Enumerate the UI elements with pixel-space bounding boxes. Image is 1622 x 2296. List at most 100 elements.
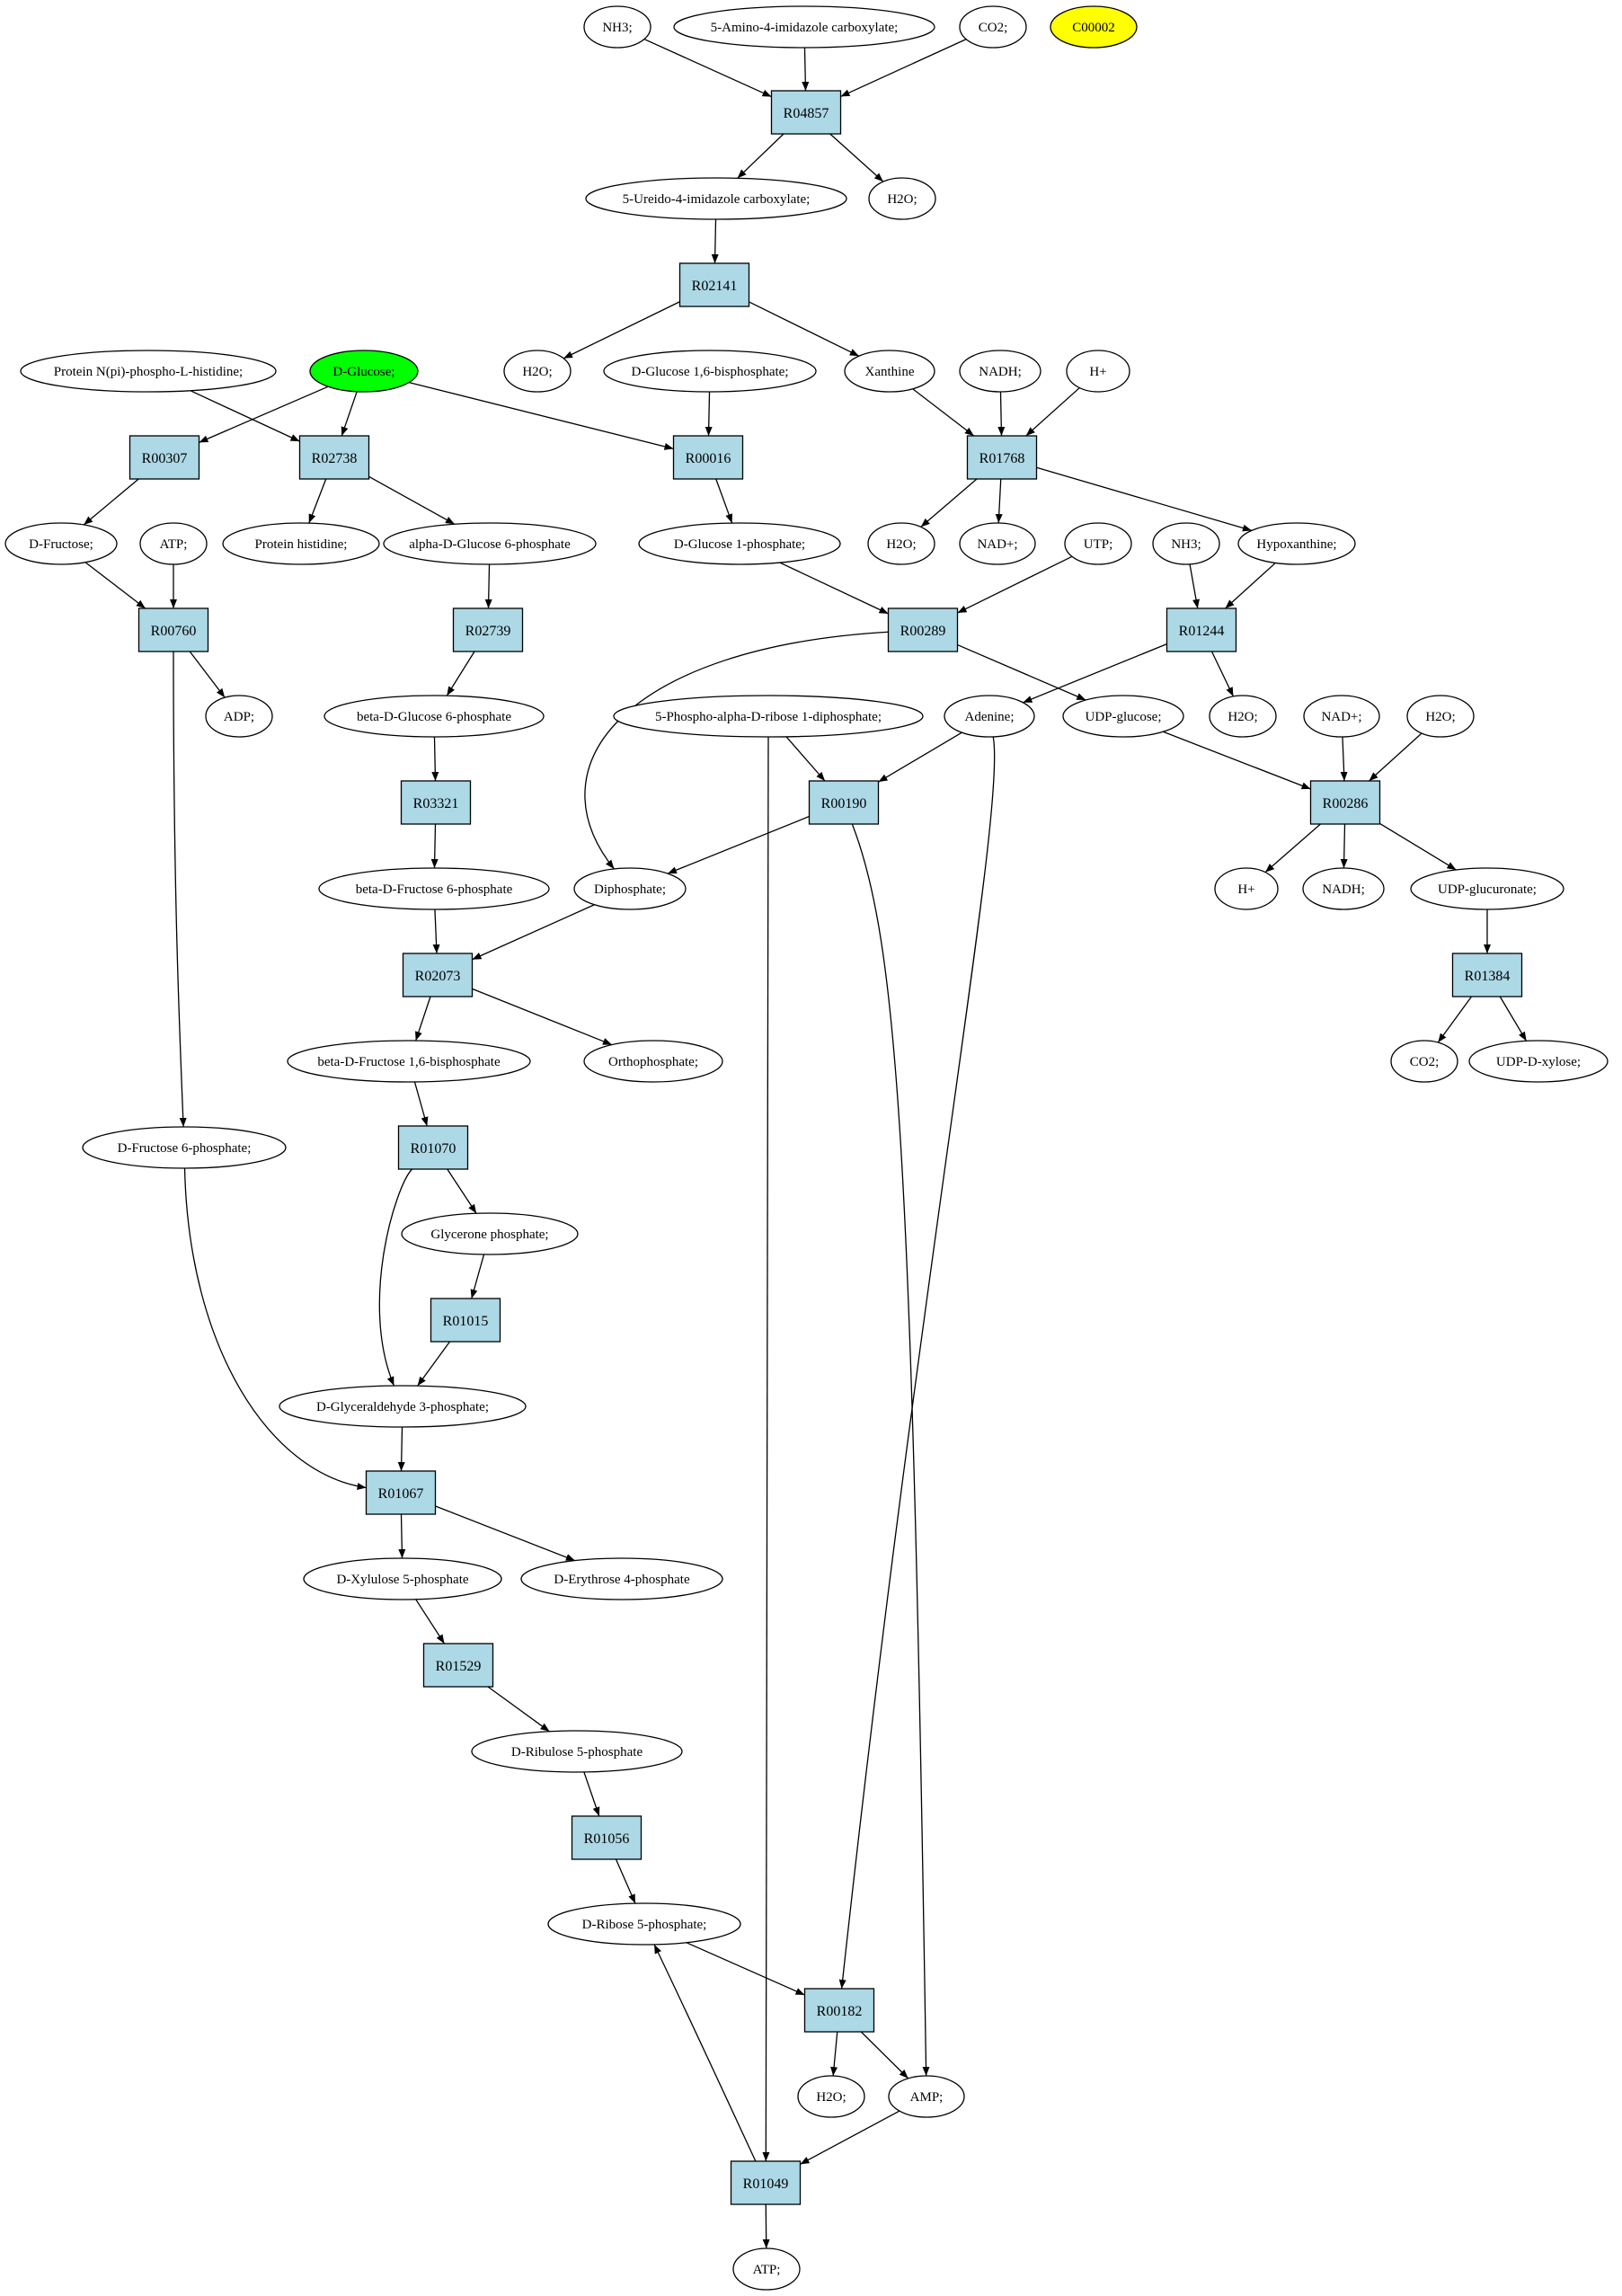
reaction-node-r00289[interactable]: R00289 bbox=[887, 607, 959, 652]
compound-node-c00002[interactable]: C00002 bbox=[1050, 5, 1138, 49]
compound-ellipse bbox=[1050, 5, 1138, 49]
compound-node-bg6p[interactable]: beta-D-Glucose 6-phosphate bbox=[324, 695, 545, 738]
compound-ellipse bbox=[205, 695, 273, 738]
compound-node-ag6p[interactable]: alpha-D-Glucose 6-phosphate bbox=[383, 522, 597, 565]
compound-node-udpx[interactable]: UDP-D-xylose; bbox=[1468, 1040, 1609, 1083]
compound-label: H2O; bbox=[1228, 710, 1257, 724]
compound-node-atp_a[interactable]: ATP; bbox=[139, 522, 208, 565]
compound-node-h2o_b[interactable]: H2O; bbox=[503, 350, 572, 393]
reaction-label: R00190 bbox=[821, 796, 867, 811]
compound-node-co2_b[interactable]: CO2; bbox=[1390, 1040, 1458, 1083]
compound-node-udpgluc[interactable]: UDP-glucuronate; bbox=[1410, 867, 1564, 910]
compound-node-bf6p[interactable]: beta-D-Fructose 6-phosphate bbox=[318, 867, 550, 910]
compound-node-orthop[interactable]: Orthophosphate; bbox=[583, 1040, 723, 1083]
edge-xanthine-to-r01768 bbox=[912, 388, 975, 437]
reaction-box bbox=[678, 262, 750, 307]
compound-node-utp[interactable]: UTP; bbox=[1064, 522, 1132, 565]
reaction-node-r00307[interactable]: R00307 bbox=[129, 435, 200, 480]
edge-amp-to-r01049 bbox=[800, 2110, 900, 2165]
reaction-node-r02073[interactable]: R02073 bbox=[402, 953, 474, 997]
reaction-node-r04857[interactable]: R04857 bbox=[770, 90, 842, 135]
edge-r00307-to-dfru bbox=[83, 478, 139, 526]
compound-node-dfru[interactable]: D-Fructose; bbox=[4, 522, 118, 565]
compound-ellipse bbox=[797, 2075, 865, 2118]
compound-label: beta-D-Fructose 1,6-bisphosphate bbox=[317, 1055, 501, 1069]
compound-node-g3p[interactable]: D-Glyceraldehyde 3-phosphate; bbox=[279, 1385, 527, 1428]
compound-node-g1p[interactable]: D-Glucose 1-phosphate; bbox=[638, 522, 841, 565]
reaction-node-r00190[interactable]: R00190 bbox=[808, 780, 880, 825]
compound-node-bf16bp[interactable]: beta-D-Fructose 1,6-bisphosphate bbox=[287, 1040, 531, 1083]
compound-node-udpg[interactable]: UDP-glucose; bbox=[1062, 695, 1184, 738]
compound-node-r5p[interactable]: D-Ribose 5-phosphate; bbox=[547, 1902, 741, 1946]
compound-node-df6p[interactable]: D-Fructose 6-phosphate; bbox=[82, 1126, 287, 1169]
compound-node-glyp[interactable]: Glycerone phosphate; bbox=[401, 1212, 579, 1255]
compound-ellipse bbox=[1152, 522, 1220, 565]
compound-ellipse bbox=[1214, 867, 1279, 910]
reaction-node-r00286[interactable]: R00286 bbox=[1309, 780, 1381, 825]
compound-node-nadh_a[interactable]: NADH; bbox=[959, 350, 1041, 393]
edge-bf16bp-to-r01070 bbox=[413, 1081, 429, 1127]
compound-node-x5p[interactable]: D-Xylulose 5-phosphate bbox=[303, 1557, 502, 1600]
compound-node-prpp[interactable]: 5-Phospho-alpha-D-ribose 1-diphosphate; bbox=[613, 695, 924, 738]
reaction-node-r01529[interactable]: R01529 bbox=[422, 1643, 494, 1688]
compound-node-atp_b[interactable]: ATP; bbox=[732, 2247, 801, 2291]
compound-label: UDP-glucose; bbox=[1086, 710, 1162, 724]
compound-node-nadp_b[interactable]: NAD+; bbox=[1303, 695, 1380, 738]
compound-node-e4p[interactable]: D-Erythrose 4-phosphate bbox=[520, 1557, 723, 1600]
reaction-node-r00760[interactable]: R00760 bbox=[137, 607, 209, 652]
compound-node-aic[interactable]: 5-Amino-4-imidazole carboxylate; bbox=[673, 5, 935, 49]
compound-label: NAD+; bbox=[977, 537, 1017, 552]
compound-node-xanthine[interactable]: Xanthine bbox=[844, 350, 935, 393]
compound-node-adp[interactable]: ADP; bbox=[205, 695, 273, 738]
reaction-node-r01056[interactable]: R01056 bbox=[571, 1815, 643, 1860]
compound-label: UTP; bbox=[1084, 537, 1113, 552]
reaction-node-r01015[interactable]: R01015 bbox=[430, 1298, 501, 1343]
compound-ellipse bbox=[1066, 350, 1130, 393]
reaction-node-r01244[interactable]: R01244 bbox=[1166, 607, 1237, 652]
reaction-node-r03321[interactable]: R03321 bbox=[400, 780, 472, 825]
compound-node-uic[interactable]: 5-Ureido-4-imidazole carboxylate; bbox=[585, 177, 847, 220]
reaction-node-r00016[interactable]: R00016 bbox=[672, 435, 744, 480]
compound-ellipse bbox=[603, 350, 817, 393]
reaction-node-r01070[interactable]: R01070 bbox=[397, 1125, 469, 1170]
compound-ellipse bbox=[638, 522, 841, 565]
reaction-node-r00182[interactable]: R00182 bbox=[803, 1988, 875, 2033]
edge-prpp-to-r00190 bbox=[785, 736, 826, 782]
edge-aic-to-r04857 bbox=[802, 47, 810, 92]
compound-node-nadh_b[interactable]: NADH; bbox=[1302, 867, 1385, 910]
compound-node-hplus_b[interactable]: H+ bbox=[1214, 867, 1279, 910]
compound-node-ru5p[interactable]: D-Ribulose 5-phosphate bbox=[471, 1730, 683, 1773]
compound-node-dip[interactable]: Diphosphate; bbox=[573, 867, 687, 910]
compound-ellipse bbox=[959, 522, 1036, 565]
compound-node-phis[interactable]: Protein histidine; bbox=[222, 522, 380, 565]
compound-node-nadp_a[interactable]: NAD+; bbox=[959, 522, 1036, 565]
compound-node-hplus_a[interactable]: H+ bbox=[1066, 350, 1130, 393]
compound-node-h2o_e[interactable]: H2O; bbox=[1406, 695, 1475, 738]
compound-node-co2_a[interactable]: CO2; bbox=[959, 5, 1027, 49]
compound-node-h2o_f[interactable]: H2O; bbox=[797, 2075, 865, 2118]
compound-node-h2o_a[interactable]: H2O; bbox=[868, 177, 936, 220]
compound-node-adenine[interactable]: Adenine; bbox=[944, 695, 1035, 738]
compound-node-amp[interactable]: AMP; bbox=[888, 2075, 965, 2118]
compound-node-g16bp[interactable]: D-Glucose 1,6-bisphosphate; bbox=[603, 350, 817, 393]
reaction-node-r02738[interactable]: R02738 bbox=[298, 435, 370, 480]
compound-node-hypox[interactable]: Hypoxanthine; bbox=[1237, 522, 1356, 565]
edge-nh3_a-to-r04857 bbox=[643, 38, 772, 98]
compound-node-nh3_b[interactable]: NH3; bbox=[1152, 522, 1220, 565]
reaction-node-r01067[interactable]: R01067 bbox=[365, 1470, 437, 1515]
reaction-label: R01070 bbox=[411, 1141, 456, 1157]
compound-node-nh3_a[interactable]: NH3; bbox=[583, 5, 651, 49]
compound-node-h2o_c[interactable]: H2O; bbox=[867, 522, 935, 565]
reaction-node-r02141[interactable]: R02141 bbox=[678, 262, 750, 307]
compound-ellipse bbox=[279, 1385, 527, 1428]
compound-node-dglc[interactable]: D-Glucose; bbox=[309, 350, 419, 393]
compound-node-h2o_d[interactable]: H2O; bbox=[1209, 695, 1277, 738]
compound-label: UDP-D-xylose; bbox=[1496, 1055, 1581, 1069]
reaction-label: R01244 bbox=[1179, 624, 1225, 639]
reaction-node-r01768[interactable]: R01768 bbox=[966, 435, 1038, 480]
reaction-node-r01384[interactable]: R01384 bbox=[1451, 953, 1523, 997]
reaction-node-r02739[interactable]: R02739 bbox=[452, 607, 524, 652]
reaction-node-r01049[interactable]: R01049 bbox=[730, 2160, 802, 2205]
compound-label: 5-Ureido-4-imidazole carboxylate; bbox=[623, 192, 811, 207]
compound-node-pnph[interactable]: Protein N(pi)-phospho-L-histidine; bbox=[20, 350, 277, 393]
